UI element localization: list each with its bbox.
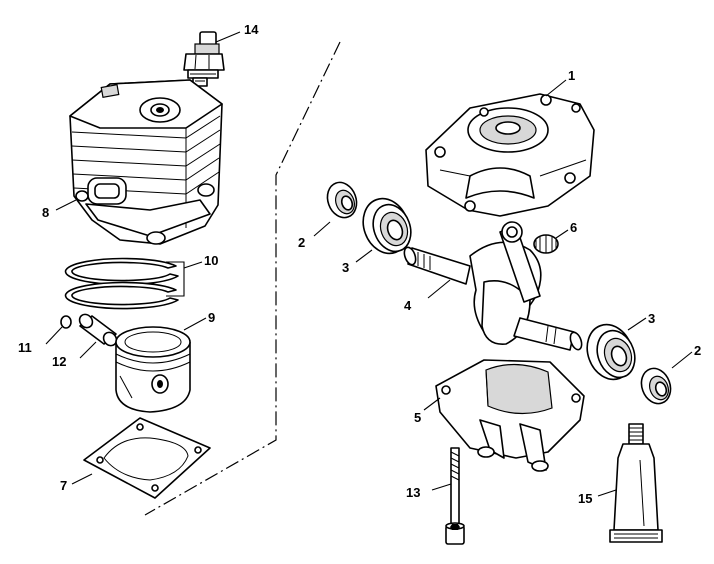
callout-label: 2 (298, 235, 305, 250)
grease-tube[interactable] (609, 423, 663, 543)
snap-ring[interactable] (60, 315, 72, 329)
callout-label: 6 (570, 220, 577, 235)
callout-label: 5 (414, 410, 421, 425)
callout-label: 4 (404, 298, 412, 313)
crankcase-half-lower[interactable] (435, 359, 585, 472)
assembly-line (144, 41, 341, 516)
callout-label: 3 (342, 260, 349, 275)
screw[interactable] (445, 447, 465, 545)
piston-pin[interactable] (77, 312, 119, 348)
callout-label: 15 (578, 491, 592, 506)
callout-label: 10 (204, 253, 218, 268)
crankshaft[interactable] (402, 221, 584, 351)
oil-seal[interactable] (323, 178, 362, 221)
callout-label: 1 (568, 68, 575, 83)
callout-label: 13 (406, 485, 420, 500)
callout-label: 14 (244, 22, 259, 37)
callout-label: 12 (52, 354, 66, 369)
piston[interactable] (115, 326, 191, 413)
needle-cage[interactable] (533, 234, 559, 254)
callout-label: 11 (18, 340, 32, 355)
callout-label: 8 (42, 205, 49, 220)
cylinder[interactable] (69, 79, 223, 245)
oil-seal[interactable] (637, 364, 676, 407)
ball-bearing[interactable] (356, 192, 417, 260)
cylinder-gasket[interactable] (83, 417, 211, 499)
crankcase-half-upper[interactable] (425, 93, 595, 217)
ball-bearing[interactable] (580, 318, 641, 386)
spark-plug[interactable] (183, 31, 225, 87)
callout-label: 7 (60, 478, 67, 493)
callout-label: 9 (208, 310, 215, 325)
callout-label: 2 (694, 343, 701, 358)
piston-rings[interactable] (64, 257, 179, 310)
callout-label: 3 (648, 311, 655, 326)
